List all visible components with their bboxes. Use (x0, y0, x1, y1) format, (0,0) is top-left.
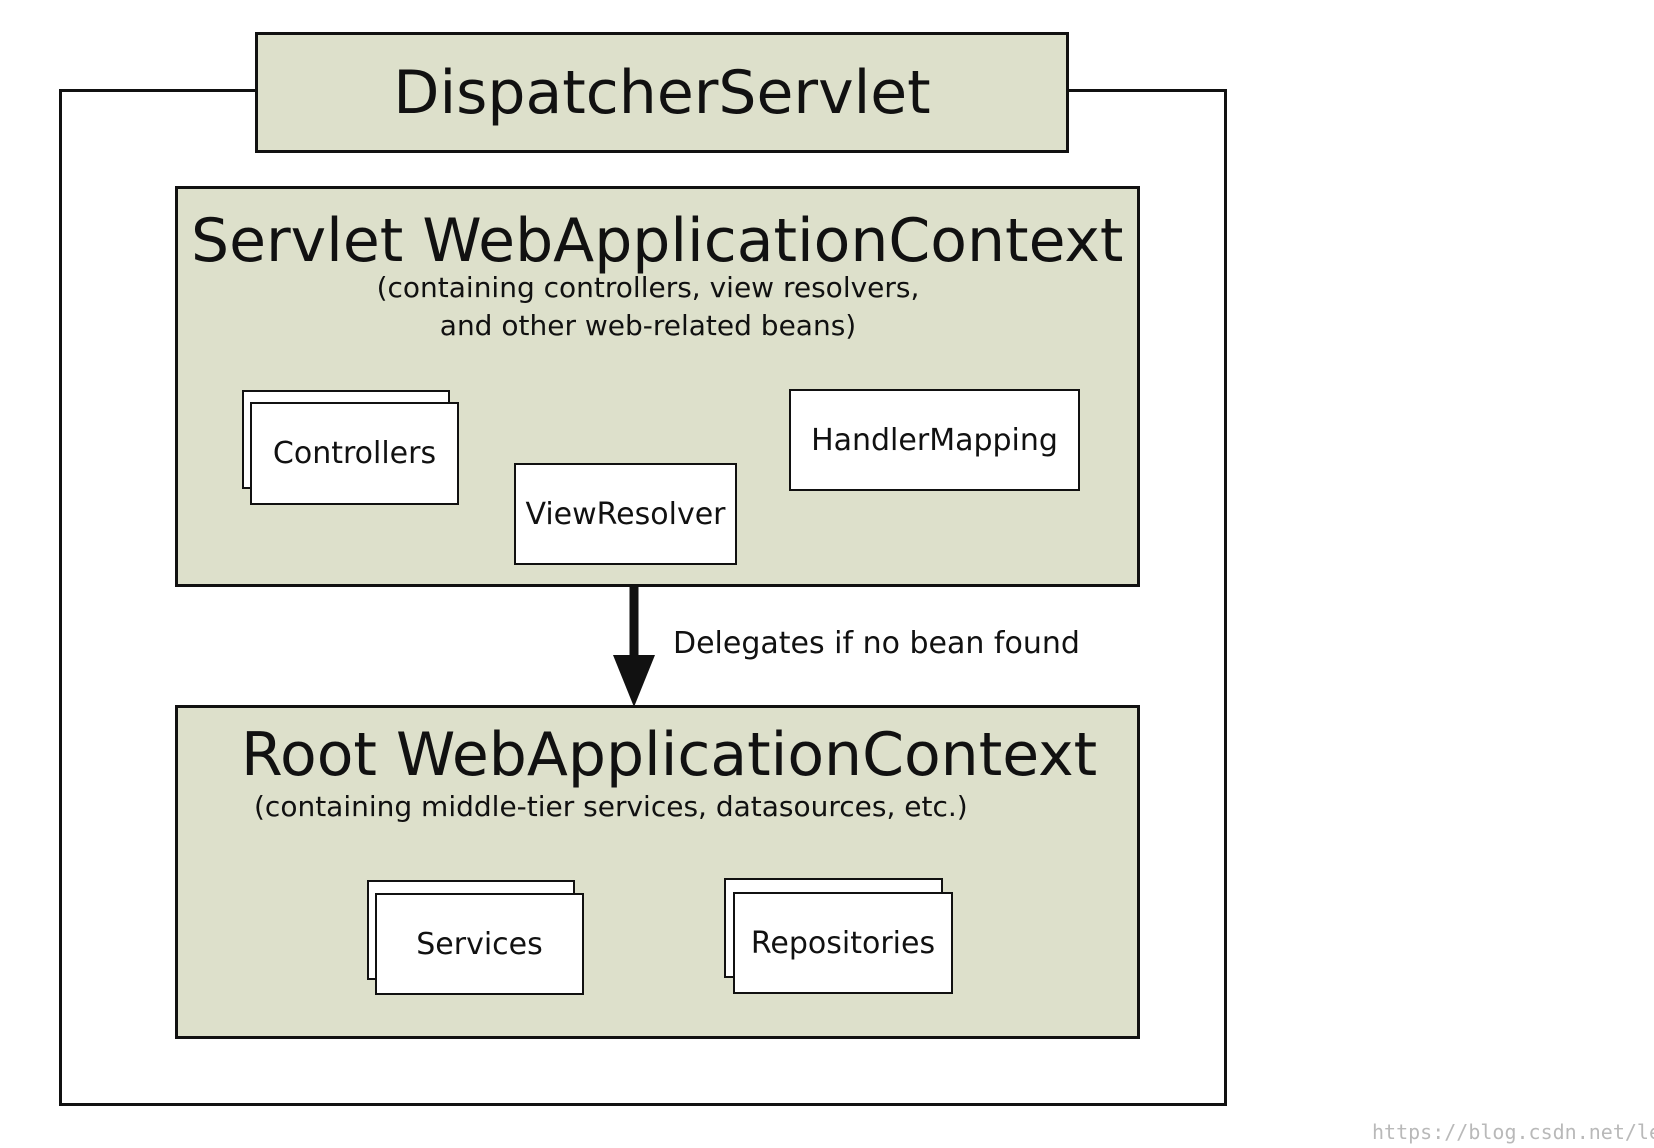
delegation-arrow-icon (613, 585, 655, 707)
controllers-label: Controllers (272, 436, 437, 471)
servlet-context-subtitle-line2: and other web-related beans) (439, 309, 857, 342)
servlet-context-title: Servlet WebApplicationContext (191, 206, 1124, 276)
servlet-context-subtitle-line1: (containing controllers, view resolvers, (376, 271, 920, 304)
root-webapplicationcontext-panel: Root WebApplicationContext (containing m… (175, 705, 1140, 1039)
watermark-text: https://blog.csdn.net/lerist (1372, 1120, 1654, 1144)
delegation-label: Delegates if no bean found (673, 626, 1080, 661)
view-resolver-bean: ViewResolver (514, 463, 737, 565)
servlet-context-subtitle: (containing controllers, view resolvers,… (338, 269, 958, 345)
dispatcher-servlet-title: DispatcherServlet (255, 32, 1069, 153)
repositories-bean: Repositories (733, 892, 953, 994)
controllers-bean: Controllers (250, 402, 459, 505)
handler-mapping-bean: HandlerMapping (789, 389, 1080, 491)
root-context-title: Root WebApplicationContext (241, 720, 1098, 790)
services-bean: Services (375, 893, 584, 995)
services-label: Services (416, 926, 543, 962)
root-context-subtitle: (containing middle-tier services, dataso… (254, 790, 968, 823)
repositories-label: Repositories (750, 925, 936, 961)
view-resolver-label: ViewResolver (525, 496, 726, 532)
dispatcher-servlet-label: DispatcherServlet (393, 57, 931, 128)
handler-mapping-label: HandlerMapping (811, 422, 1058, 458)
